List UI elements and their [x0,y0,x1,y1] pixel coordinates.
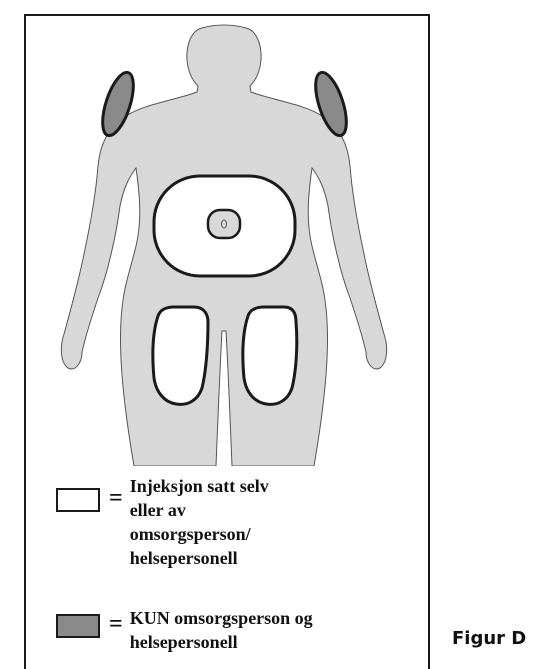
figure-frame: = Injeksjon satt selv eller av omsorgspe… [24,14,430,669]
legend-equals-sign: = [109,612,123,636]
legend-self-injection: = Injeksjon satt selv eller av omsorgspe… [56,474,269,570]
legend-caregiver-only: = KUN omsorgsperson og helsepersonell [56,606,313,654]
legend-label-line: helsepersonell [130,546,269,570]
navel-exclusion-area [208,210,240,238]
injection-zone-left-thigh [153,307,208,404]
legend-label-line: omsorgsperson/ [130,522,269,546]
injection-zone-right-thigh [243,307,297,404]
legend-label-caregiver-only: KUN omsorgsperson og helsepersonell [130,606,313,654]
legend-label-line: helsepersonell [130,630,313,654]
legend-swatch-gray [56,614,100,638]
legend-label-line: KUN omsorgsperson og [130,606,313,630]
legend-label-line: eller av [130,498,269,522]
legend-label-self-injection: Injeksjon satt selv eller av omsorgspers… [130,474,269,570]
body-diagram [26,16,432,466]
figure-caption: Figur D [452,628,526,649]
legend-label-line: Injeksjon satt selv [130,474,269,498]
legend-swatch-white [56,488,100,512]
legend-equals-sign: = [109,486,123,510]
